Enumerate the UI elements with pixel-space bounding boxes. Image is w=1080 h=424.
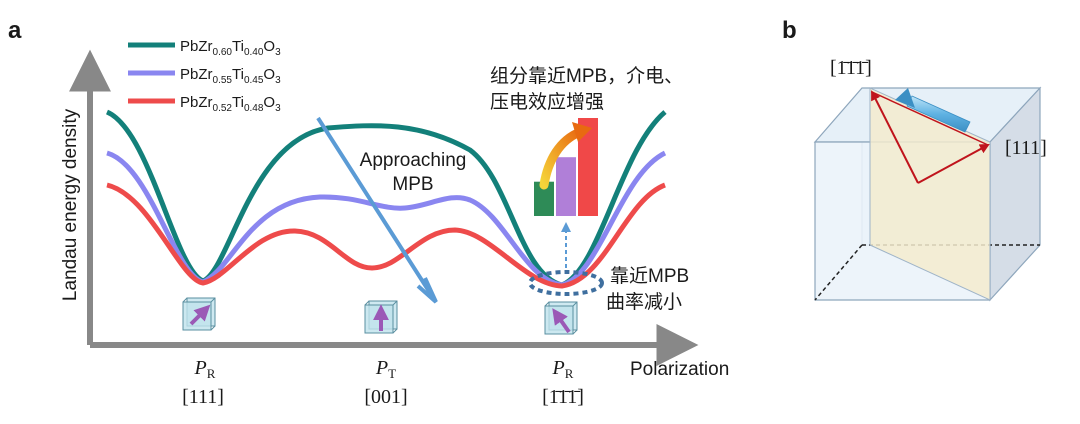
legend: PbZr0.60Ti0.40O3 PbZr0.55Ti0.45O3 PbZr0.… [128, 38, 281, 114]
bar-0 [534, 181, 554, 216]
label-111: [111] [1005, 137, 1047, 159]
approaching-label-2: MPB [392, 174, 433, 195]
tick-dir-bar111: [1̄1̄1̄] [542, 386, 584, 408]
tick-dir-111: [111] [182, 386, 224, 408]
panel-b-label: b [782, 17, 797, 44]
approaching-mpb-arrowhead [416, 277, 438, 304]
growth-arrowhead-icon [572, 122, 592, 142]
bar-2 [578, 118, 598, 216]
tick-label-pr-2: PR [552, 357, 574, 381]
approaching-mpb-arrow [316, 116, 434, 298]
legend-entry-1: PbZr0.55Ti0.45O3 [180, 66, 281, 86]
annotation-top-1: 组分靠近MPB，介电、 [490, 65, 683, 87]
curve-pbzr052 [106, 182, 667, 289]
panel-a: a Landau energy density Polarization PbZ… [8, 17, 729, 408]
switching-arrow-icon [895, 88, 971, 133]
label-111bar: [1̄1̄1̄] [830, 57, 872, 79]
curvature-ellipse [528, 270, 604, 296]
annotation-bottom-2: 曲率减小 [606, 291, 682, 313]
annotation-bottom-1: 靠近MPB [610, 265, 689, 287]
panel-a-label: a [8, 17, 22, 44]
panel-b: b [1̄1̄1̄] [111] [782, 17, 1047, 302]
vector-111bar [871, 90, 919, 184]
cube-hidden-edge-2 [814, 244, 863, 301]
cube-icon-pr-111-bar [544, 301, 578, 335]
bar-1 [556, 157, 576, 216]
tick-dir-001: [001] [364, 386, 407, 408]
annotation-top-2: 压电效应增强 [490, 91, 604, 113]
legend-entry-2: PbZr0.52Ti0.48O3 [180, 94, 281, 114]
legend-entry-0: PbZr0.60Ti0.40O3 [180, 38, 281, 58]
approaching-label-1: Approaching [360, 150, 467, 171]
y-axis-label: Landau energy density [60, 108, 81, 301]
growth-arc-icon [539, 127, 585, 190]
x-axis-label: Polarization [630, 359, 729, 380]
vector-connector [871, 91, 989, 146]
tick-label-pt: PT [375, 357, 396, 381]
bar-chart-icon [534, 118, 598, 216]
tick-label-pr-1: PR [194, 357, 216, 381]
cube-icon-pr-111 [182, 297, 216, 331]
vector-111 [917, 144, 990, 184]
cube-icon-pt-001 [364, 300, 398, 334]
